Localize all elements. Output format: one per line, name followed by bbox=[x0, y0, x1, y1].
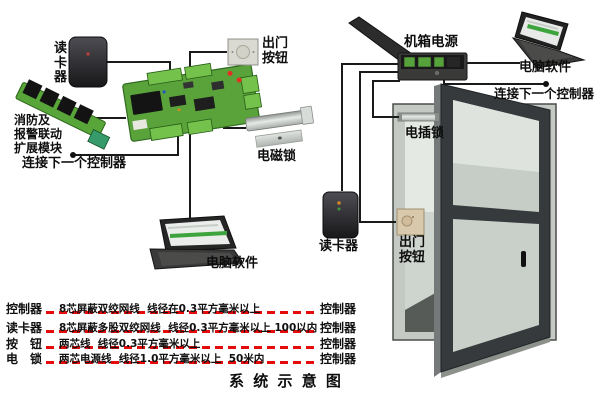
fire-module-label: 消防及 报警联动 扩展模块 bbox=[14, 113, 63, 155]
door bbox=[434, 83, 551, 378]
next-controller-left-dot bbox=[70, 152, 76, 158]
bolt-lock-device bbox=[397, 112, 440, 122]
pcb-terminal bbox=[149, 123, 184, 141]
exit-button-top-label: 出门 按钮 bbox=[262, 36, 289, 66]
spec-right-endpoint: 控制器 bbox=[320, 321, 357, 335]
reader-led bbox=[86, 52, 90, 56]
card-reader-left-label: 读卡器 bbox=[54, 41, 68, 86]
pcb-capacitor bbox=[177, 108, 181, 112]
pcb-terminal bbox=[146, 67, 183, 86]
diagram-title: 系 统 示 意 图 bbox=[229, 372, 343, 390]
maglock-label: 电磁锁 bbox=[257, 149, 297, 164]
pcb-terminal bbox=[186, 118, 214, 136]
fire-alarm-module bbox=[15, 79, 111, 150]
laptop-right bbox=[511, 11, 586, 69]
pcb-chip bbox=[168, 94, 187, 108]
controller-pcb bbox=[122, 62, 263, 142]
wire-psu-to-boltlock bbox=[372, 80, 400, 118]
pcb-terminal bbox=[184, 62, 213, 80]
spec-left-endpoint: 控制器 bbox=[6, 302, 43, 316]
spec-dashed-line bbox=[46, 330, 318, 333]
module-connector bbox=[87, 129, 111, 150]
reader-led bbox=[337, 207, 341, 211]
psu-label: 机箱电源 bbox=[404, 34, 458, 50]
pcb-chip bbox=[130, 90, 163, 115]
wire-next-controller-left bbox=[74, 130, 179, 156]
laptop-keyboard bbox=[519, 40, 574, 63]
module-relay bbox=[39, 87, 60, 108]
module-relay bbox=[73, 104, 94, 125]
maglock-device bbox=[245, 105, 314, 148]
door-glass-lower bbox=[453, 219, 539, 352]
reader-led bbox=[337, 201, 341, 205]
exit-button-right-label: 出门 按钮 bbox=[399, 235, 426, 265]
wire-exitbutton-top-to-pcb bbox=[189, 51, 227, 68]
wire-psu-to-exitbutton-right bbox=[359, 71, 400, 223]
spec-left-endpoint: 读卡器 bbox=[6, 321, 43, 335]
card-reader-right-label: 读卡器 bbox=[319, 239, 359, 254]
psu-knob bbox=[434, 70, 440, 76]
software-right-label: 电脑软件 bbox=[519, 60, 572, 75]
module-relay bbox=[22, 79, 43, 100]
pcb-relay bbox=[132, 119, 148, 131]
door-handle bbox=[521, 251, 526, 267]
wire-psu-to-reader-right bbox=[341, 63, 400, 191]
door-bottom-edge bbox=[441, 337, 550, 378]
pcb-capacitor bbox=[162, 90, 166, 94]
pcb-led bbox=[236, 77, 242, 83]
exit-button-right-device bbox=[396, 208, 425, 236]
card-reader-right-device bbox=[322, 191, 359, 239]
next-controller-right-dot bbox=[543, 81, 549, 87]
spec-cable-text: 8芯屏蔽多股双绞网线 线径0.3平方毫米以上 100以内 bbox=[59, 322, 318, 334]
exit-button-top-device bbox=[227, 38, 259, 66]
door-glass-upper-highlight bbox=[453, 100, 539, 172]
module-relay bbox=[56, 95, 77, 116]
bolt-lock-label: 电插锁 bbox=[405, 126, 445, 141]
spec-cable-text: 两芯电源线 线径1.0平方毫米以上 50米内 bbox=[59, 353, 265, 365]
progress-bar bbox=[170, 231, 227, 238]
wire-next-controller-right bbox=[443, 79, 546, 85]
spec-left-endpoint: 按 钮 bbox=[6, 337, 43, 351]
door-edge bbox=[434, 84, 441, 377]
wires bbox=[74, 51, 546, 223]
laptop-left bbox=[149, 215, 244, 270]
card-reader-left-device bbox=[68, 36, 108, 88]
spec-cable-text: 8芯屏蔽双绞网线 线径在0.3平方毫米以上 bbox=[59, 303, 261, 315]
spec-right-endpoint: 控制器 bbox=[320, 302, 357, 316]
next-controller-right-label: 连接下一个控制器 bbox=[494, 86, 595, 101]
pcb-terminal bbox=[243, 92, 263, 110]
spec-cable-text: 两芯线 线径0.3平方毫米以上 bbox=[59, 338, 201, 350]
software-left-label: 电脑软件 bbox=[206, 256, 259, 271]
pcb-terminal bbox=[240, 74, 260, 95]
spec-right-endpoint: 控制器 bbox=[320, 352, 357, 366]
spec-dashed-line bbox=[46, 311, 318, 314]
spec-right-endpoint: 控制器 bbox=[320, 337, 357, 351]
spec-left-endpoint: 电 锁 bbox=[6, 352, 43, 366]
laptop-keyboard bbox=[158, 252, 236, 266]
spec-dashed-line bbox=[46, 346, 318, 349]
pcb-chip bbox=[193, 96, 216, 112]
pcb-chip bbox=[211, 80, 225, 91]
progress-bar bbox=[527, 24, 559, 36]
pcb-chip bbox=[182, 81, 194, 89]
pcb-led bbox=[227, 70, 233, 76]
spec-dashed-line bbox=[46, 361, 318, 364]
next-controller-left-label: 连接下一个控制器 bbox=[22, 156, 127, 171]
psu-box bbox=[348, 16, 468, 81]
